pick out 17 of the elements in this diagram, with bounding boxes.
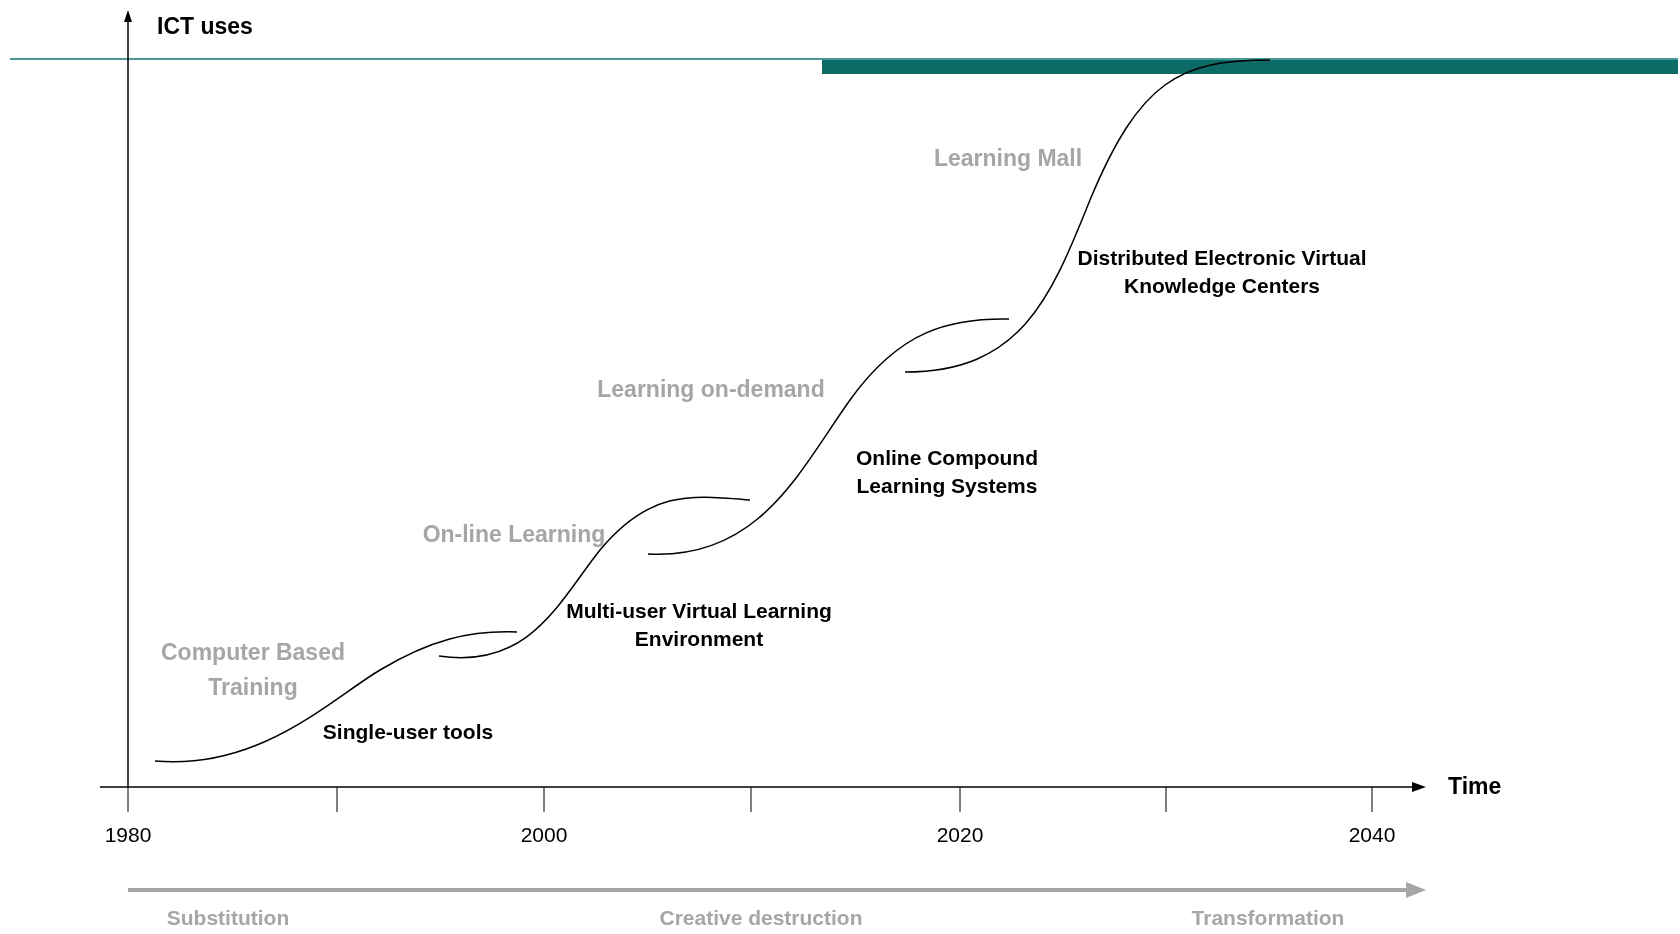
tick-label: 2040 (1348, 822, 1396, 849)
phase-label: Substitution (166, 905, 290, 932)
axis-title: Time (1448, 771, 1502, 801)
tick-label: 2000 (520, 822, 568, 849)
stage-label: Single-user tools (322, 719, 494, 745)
tick-label: 1980 (104, 822, 152, 849)
stage-label: Computer Based Training (159, 637, 346, 702)
stage-label: Online Compound Learning Systems (855, 445, 1039, 499)
stage-label: On-line Learning (422, 519, 606, 549)
stage-label: Distributed Electronic Virtual Knowledge Centers (1076, 245, 1368, 299)
stage-label: Learning on-demand (597, 374, 825, 404)
phase-label: Creative destruction (659, 905, 863, 932)
stage-label: Learning Mall (933, 143, 1083, 173)
axis-title: ICT uses (157, 11, 253, 41)
tick-label: 2020 (936, 822, 984, 849)
phase-label: Transformation (1191, 905, 1345, 932)
stage-label: Multi-user Virtual Learning Environment (565, 598, 833, 652)
